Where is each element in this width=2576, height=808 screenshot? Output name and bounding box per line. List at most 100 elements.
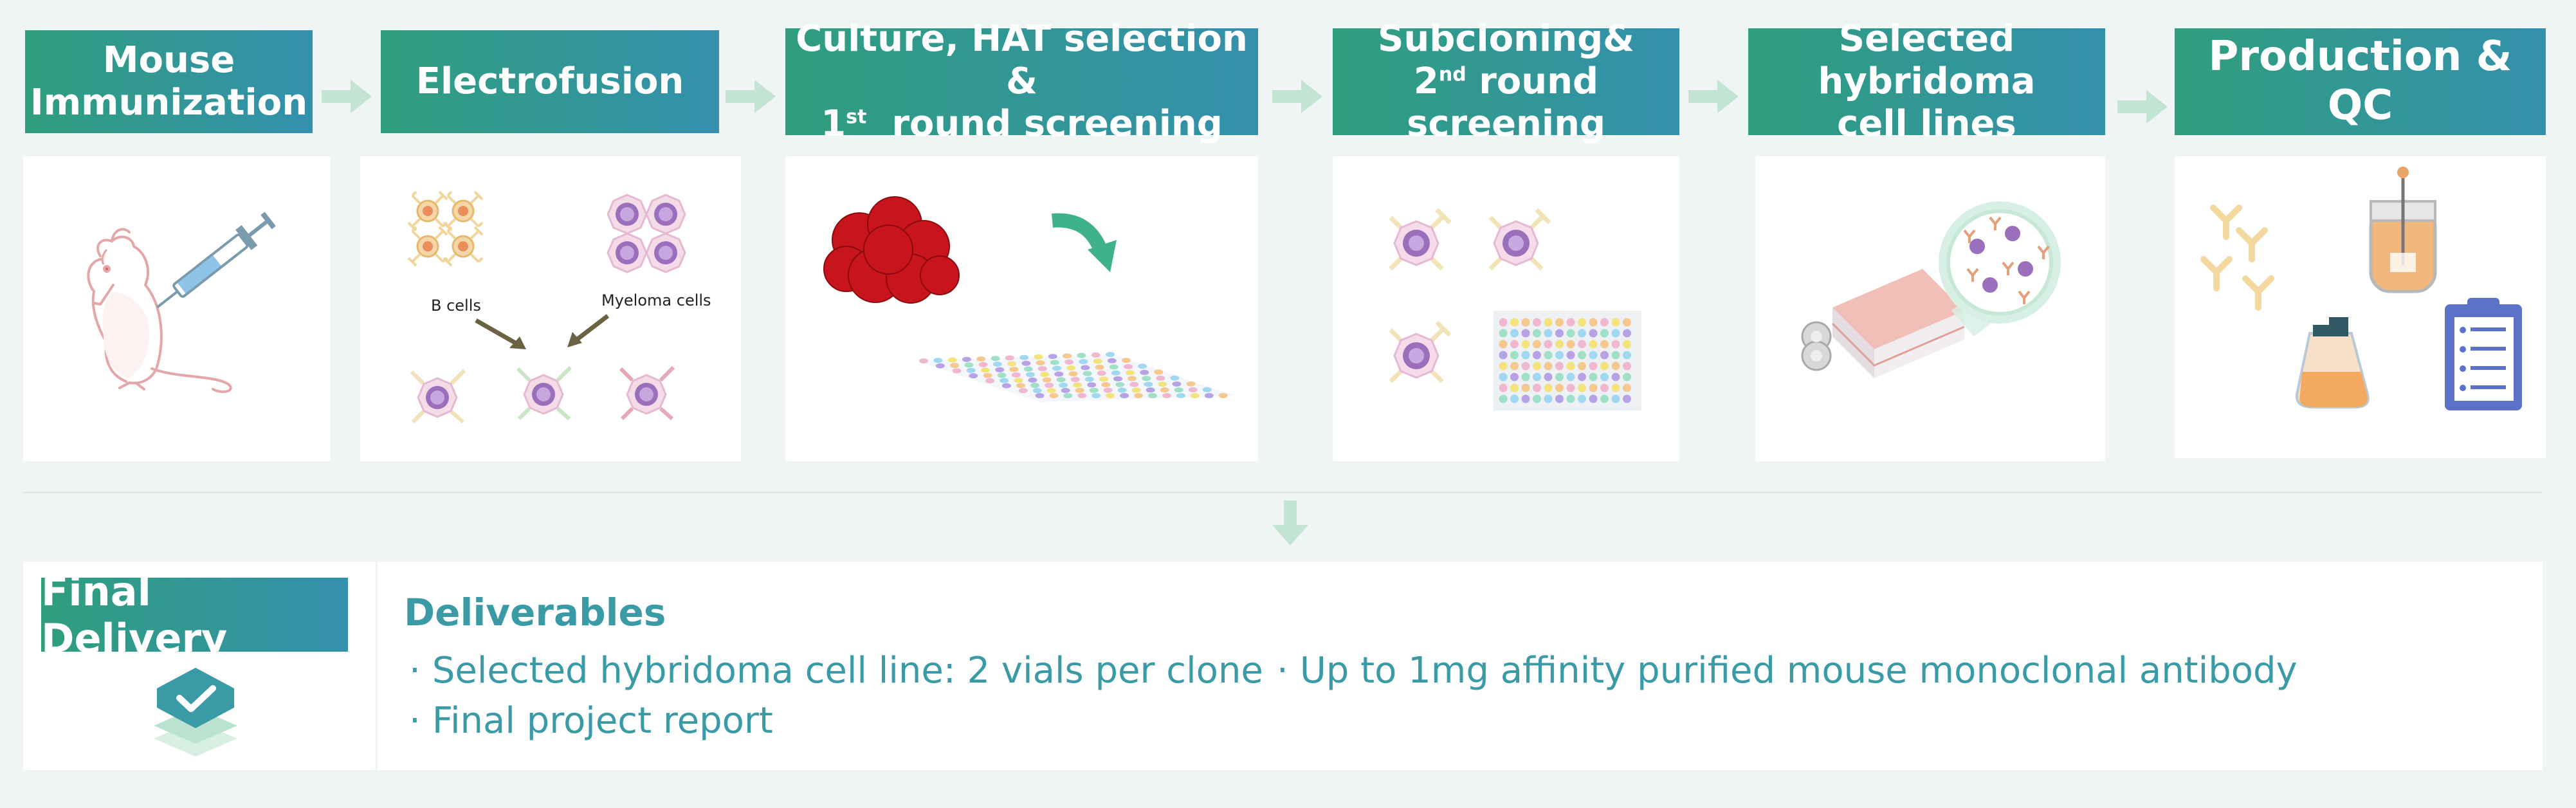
well <box>1204 393 1214 398</box>
well <box>1218 393 1228 398</box>
b-cells-label: B cells <box>431 297 481 315</box>
well <box>1589 329 1598 338</box>
well <box>933 358 943 363</box>
well <box>1600 329 1609 338</box>
well <box>1544 318 1553 327</box>
ordinal-number: 1 <box>821 103 846 145</box>
well <box>1025 372 1035 378</box>
step-title-line2: 2nd round screening <box>1333 60 1679 145</box>
well <box>1499 372 1508 381</box>
well <box>1190 393 1200 398</box>
well <box>1186 381 1196 387</box>
well <box>1063 353 1072 359</box>
well <box>1510 340 1519 349</box>
well <box>964 362 974 368</box>
deliverables-title: Deliverables <box>404 591 666 634</box>
well <box>1555 318 1564 327</box>
step-title-line2: cell lines <box>1837 103 2016 145</box>
step-title-line2: Immunization <box>30 82 308 124</box>
well <box>1061 387 1070 393</box>
well <box>1544 362 1553 371</box>
well <box>1021 360 1031 366</box>
well <box>1120 393 1129 398</box>
panel-selected-hybridoma <box>1755 156 2105 461</box>
well <box>1014 378 1023 383</box>
well <box>1521 372 1530 381</box>
well <box>1101 382 1111 388</box>
well <box>1533 394 1541 403</box>
step-header-immunization: Mouse Immunization <box>25 30 313 133</box>
well <box>1533 318 1541 327</box>
well <box>1037 366 1047 372</box>
well <box>978 362 988 367</box>
well <box>1544 394 1553 403</box>
well <box>1045 382 1054 388</box>
well <box>1099 376 1108 382</box>
well <box>1589 372 1598 381</box>
final-delivery-header: Final Delivery <box>41 568 348 662</box>
section-divider <box>23 491 2543 493</box>
well <box>1050 360 1059 365</box>
well <box>1046 388 1056 394</box>
well <box>1156 375 1165 381</box>
well <box>1510 383 1519 392</box>
step-title-rest: round screening <box>1406 60 1606 145</box>
well <box>1066 365 1076 371</box>
well <box>1113 376 1123 381</box>
well <box>1131 387 1141 393</box>
well <box>1533 362 1541 371</box>
flask-illustration <box>1801 201 2061 378</box>
well <box>1087 382 1097 388</box>
well <box>1018 388 1028 394</box>
well <box>1623 351 1631 360</box>
well <box>935 363 945 369</box>
well <box>997 372 1007 378</box>
panel-electrofusion: B cells Myeloma cells <box>360 156 741 461</box>
well <box>1075 387 1084 393</box>
well <box>1600 383 1609 392</box>
well <box>1092 393 1101 398</box>
well <box>1521 318 1530 327</box>
well <box>1566 372 1575 381</box>
well <box>969 373 978 379</box>
well <box>1566 329 1575 338</box>
well <box>919 358 928 363</box>
well <box>1499 394 1508 403</box>
well <box>1611 394 1620 403</box>
well <box>1623 329 1631 338</box>
well <box>1566 383 1575 392</box>
well <box>1521 340 1530 349</box>
well <box>1544 340 1553 349</box>
check-stack-icon <box>151 663 241 759</box>
step-title-line1: Culture, HAT selection & <box>796 17 1248 102</box>
bullet: · <box>409 650 421 692</box>
well <box>1154 369 1164 375</box>
well <box>1521 362 1530 371</box>
well <box>1034 354 1043 360</box>
well <box>1111 370 1120 376</box>
well <box>1578 383 1586 392</box>
well <box>1109 364 1119 370</box>
well <box>1555 372 1564 381</box>
step-header-culture: Culture, HAT selection & 1st round scree… <box>785 18 1258 145</box>
final-delivery-title: Final Delivery <box>41 567 228 662</box>
well <box>1144 381 1153 387</box>
well <box>1129 381 1139 387</box>
well <box>976 356 986 362</box>
well <box>1142 376 1151 381</box>
arrow-right-icon <box>2117 87 2169 126</box>
arrow-down-icon <box>1271 500 1310 547</box>
well <box>952 368 962 374</box>
well <box>1623 383 1631 392</box>
well <box>1049 393 1059 398</box>
well <box>1555 340 1564 349</box>
well <box>1521 329 1530 338</box>
step-header-production: Production & QC <box>2175 28 2546 135</box>
well <box>1589 394 1598 403</box>
production-illustration <box>2200 167 2522 410</box>
well <box>1623 394 1631 403</box>
well <box>1082 371 1092 376</box>
well <box>1533 383 1541 392</box>
deliverable-text: Final project report <box>432 700 773 742</box>
well <box>991 356 1000 362</box>
